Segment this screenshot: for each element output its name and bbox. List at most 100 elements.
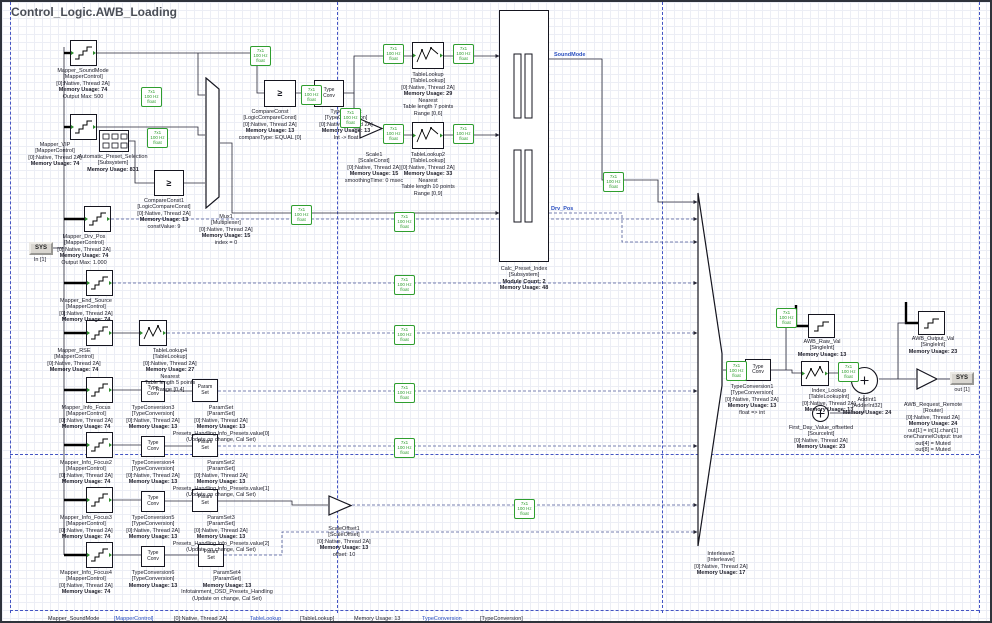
scaleoffset1[interactable] [328, 495, 352, 516]
interleave-trapezoid-icon [697, 192, 723, 547]
mux-trapezoid-icon [205, 77, 220, 209]
mapper-curve-icon [87, 543, 112, 567]
mapper-vip[interactable] [70, 114, 97, 140]
calc-preset-index-label: Calc_Preset_Index[Subsystem]Module Count… [499, 266, 549, 292]
mapper-curve-icon [87, 321, 112, 345]
mapper-curve-icon [71, 41, 96, 65]
page-break-guide-vertical [337, 2, 338, 613]
index-lookup-label: Index_Lookup[TableLookupInt][0]:Native, … [802, 388, 856, 414]
mapper-soundmode[interactable] [70, 40, 97, 66]
wire [197, 53, 205, 96]
automatic-preset-selection-label: Automatic_Preset_Selection[Subsystem]Mem… [78, 154, 148, 173]
value-display-icon [919, 312, 944, 334]
page-break-guide-horizontal [10, 454, 979, 455]
mapper-drv-pos[interactable] [84, 206, 111, 232]
mapper-info-focus2[interactable] [86, 432, 113, 458]
mapper-curve-icon [85, 207, 110, 231]
sys-port-icon: SYS [955, 375, 968, 382]
sys-out[interactable]: SYS [950, 372, 974, 385]
sys-out-label: out [1] [954, 387, 970, 393]
mapper-info-focus[interactable] [86, 377, 113, 403]
mapper-drv-pos-label: Mapper_Drv_Pos[MapperControl][0]:Native,… [57, 234, 111, 266]
paramset3-label: ParamSet3[ParamSet][0]:Native, Thread 2A… [172, 515, 270, 554]
first-day-value-offsetted[interactable] [811, 404, 830, 423]
mapper-info-focus3[interactable] [86, 487, 113, 513]
compareconst1[interactable]: ≥ [154, 170, 184, 196]
clipped-label-fragment: [MapperControl] [114, 616, 154, 622]
paramset2-label: ParamSet2[ParamSet][0]:Native, Thread 2A… [172, 460, 270, 499]
index-lookup[interactable] [801, 361, 829, 386]
wire [771, 369, 801, 374]
tablelookup4[interactable] [139, 320, 167, 346]
gain-triangle-icon [359, 118, 383, 139]
awb-raw-val-label: AWB_Raw_Val[SingleInt]Memory Usage: 13 [797, 339, 847, 358]
port-label: Drv_Pos [551, 206, 574, 212]
scaleoffset1-label: ScaleOffset1[ScaleOffset][0]:Native, Thr… [317, 526, 371, 558]
mapper-curve-icon [87, 488, 112, 512]
compareconst[interactable]: ≥ [264, 80, 296, 107]
sys-in[interactable]: SYS [29, 242, 53, 255]
awb-raw-val[interactable] [808, 314, 835, 338]
clipped-label-fragment: [0]:Native, Thread 2A] [174, 616, 228, 622]
wire [549, 212, 698, 244]
sys-port-icon: SYS [34, 245, 47, 252]
mapper-info-focus4[interactable] [86, 542, 113, 568]
automatic-preset-selection[interactable] [99, 130, 129, 152]
compareconst1-label: CompareConst1[LogicCompareConst][0]:Nati… [137, 198, 191, 230]
compare-gte-icon: ≥ [277, 88, 283, 98]
tablelookup2[interactable] [412, 122, 444, 149]
mapper-rse-label: Mapper_RSE[MapperControl][0]:Native, Thr… [47, 348, 101, 374]
mux1[interactable] [205, 77, 220, 209]
clipped-label-fragment: Mapper_SoundMode [48, 616, 100, 622]
clipped-label-fragment: TableLookup [250, 616, 282, 622]
scale1[interactable] [359, 118, 383, 139]
lookup-graph-icon [413, 43, 443, 68]
mapper-curve-icon [87, 378, 112, 402]
calc-preset-index[interactable] [499, 10, 549, 262]
clipped-bottom-row: Mapper_SoundMode [MapperControl] [0]:Nativ… [2, 614, 990, 622]
mapper-end-source[interactable] [86, 270, 113, 296]
paramset-label: ParamSet[ParamSet][0]:Native, Thread 2A]… [172, 405, 270, 444]
mapper-vip-label: Mapper_VIP[MapperControl][0]:Native, Thr… [28, 142, 82, 168]
gain-triangle-icon [916, 368, 938, 390]
tablelookup-label: TableLookup[TableLookup][0]:Native, Thre… [401, 72, 455, 117]
page-break-guide-vertical [10, 2, 11, 613]
interleave2[interactable] [697, 192, 723, 547]
adder-plus-icon [811, 404, 830, 423]
awb-output-val[interactable] [918, 311, 945, 335]
awb-output-val-label: AWB_Output_Val[SingleInt]Memory Usage: 2… [908, 336, 958, 355]
awb-request-remote[interactable] [916, 368, 938, 390]
wire [224, 530, 698, 556]
tablelookup[interactable] [412, 42, 444, 69]
